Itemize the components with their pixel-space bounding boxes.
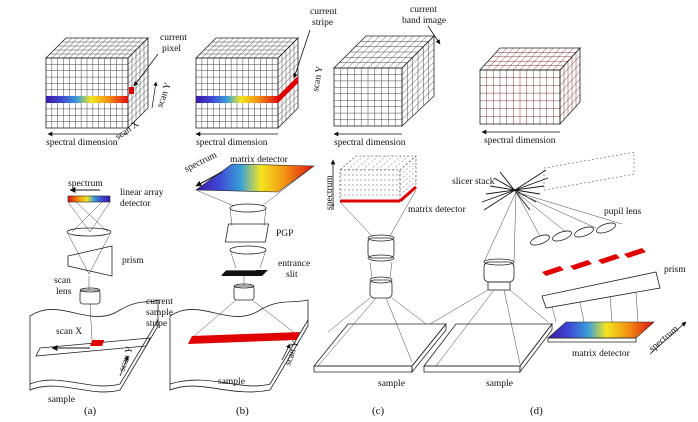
prism-label-d: prism bbox=[664, 265, 686, 275]
sample-a bbox=[29, 299, 159, 393]
current-stripe-marker bbox=[278, 76, 298, 103]
entrance-slit bbox=[220, 270, 268, 276]
entrance-slit-label: entrance slit bbox=[278, 259, 313, 280]
lens-b-mid bbox=[229, 245, 267, 255]
pgp-element bbox=[224, 223, 269, 243]
panel-d: spectral dimension slicer stack pupil le… bbox=[423, 46, 687, 417]
linear-array-detector bbox=[67, 195, 111, 203]
spectrum-row-a bbox=[46, 96, 128, 103]
current-sample-stripe-label: current sample stripe bbox=[146, 297, 175, 329]
current-pixel-marker bbox=[129, 87, 134, 94]
matrix-detector-label-c: matrix detector bbox=[408, 205, 467, 215]
cube-b bbox=[195, 37, 299, 129]
slicer-stack-label: slicer stack bbox=[452, 177, 495, 187]
current-sample-stripe bbox=[188, 332, 300, 344]
scan-y-label-a: scan Y bbox=[155, 81, 173, 109]
sample-label-c: sample bbox=[378, 379, 405, 389]
current-pixel-sample-a bbox=[90, 340, 105, 346]
linear-array-detector-label: linear array detector bbox=[120, 188, 166, 209]
lens-c-top bbox=[367, 237, 395, 259]
prism-label-a: prism bbox=[122, 256, 144, 266]
cube-a bbox=[45, 37, 149, 129]
cube-c bbox=[333, 35, 435, 127]
sample-label-b: sample bbox=[218, 377, 245, 387]
sample-label-a: sample bbox=[48, 395, 75, 405]
spectral-dimension-label-c: spectral dimension bbox=[334, 138, 406, 148]
spectral-dimension-label-a: spectral dimension bbox=[46, 138, 118, 148]
panel-a: current pixel scan Y scan X spectral dim… bbox=[29, 33, 189, 417]
lens-c-bottom bbox=[369, 279, 393, 299]
cube-d bbox=[479, 46, 581, 126]
spectral-dimension-label-b: spectral dimension bbox=[196, 138, 268, 148]
pupil-lens-label: pupil lens bbox=[604, 207, 642, 217]
spectrum-label-a: spectrum bbox=[68, 179, 103, 189]
caption-a: (a) bbox=[84, 405, 97, 417]
matrix-detector-d bbox=[547, 321, 655, 339]
spectrum-label-d: spectrum bbox=[648, 324, 682, 354]
lens-a-top bbox=[66, 227, 112, 237]
pgp-label: PGP bbox=[276, 229, 293, 239]
scan-y-lower-label-b: scan Y bbox=[283, 339, 301, 367]
current-pixel-label: current pixel bbox=[160, 33, 189, 54]
matrix-detector-label-b: matrix detector bbox=[230, 155, 289, 165]
caption-b: (b) bbox=[236, 405, 249, 417]
caption-d: (d) bbox=[530, 405, 543, 417]
spectral-dimension-label-d: spectral dimension bbox=[484, 136, 556, 146]
prism-a bbox=[67, 245, 113, 277]
panel-c: current band image spectral dimension sp… bbox=[313, 5, 467, 417]
sample-c bbox=[313, 323, 447, 367]
matrix-detector-label-d: matrix detector bbox=[572, 349, 631, 359]
slicer-stack bbox=[481, 169, 549, 211]
sample-b bbox=[169, 299, 309, 393]
scan-lens-label: scan lens bbox=[54, 276, 73, 297]
current-stripe-label: current stripe bbox=[310, 7, 339, 28]
scan-x-lower-label: scan X bbox=[56, 327, 82, 337]
matrix-detector-b bbox=[195, 163, 315, 193]
caption-c: (c) bbox=[372, 405, 385, 417]
current-band-image-label: current band image bbox=[402, 5, 446, 26]
red-slices bbox=[542, 248, 646, 276]
scan-y-label-b: scan Y bbox=[311, 65, 325, 92]
lens-b-top bbox=[229, 203, 267, 213]
sample-label-d: sample bbox=[486, 379, 513, 389]
spectrum-label-b: spectrum bbox=[183, 150, 219, 175]
spectrum-label-c: spectrum bbox=[325, 175, 335, 210]
prism-d bbox=[541, 271, 661, 309]
pupil-lens-array bbox=[530, 222, 616, 246]
panel-b: current stripe scan Y spectral dimension… bbox=[146, 7, 339, 417]
scan-lens-b bbox=[233, 285, 255, 301]
spectrum-row-b bbox=[196, 96, 278, 103]
sample-d bbox=[423, 323, 553, 367]
